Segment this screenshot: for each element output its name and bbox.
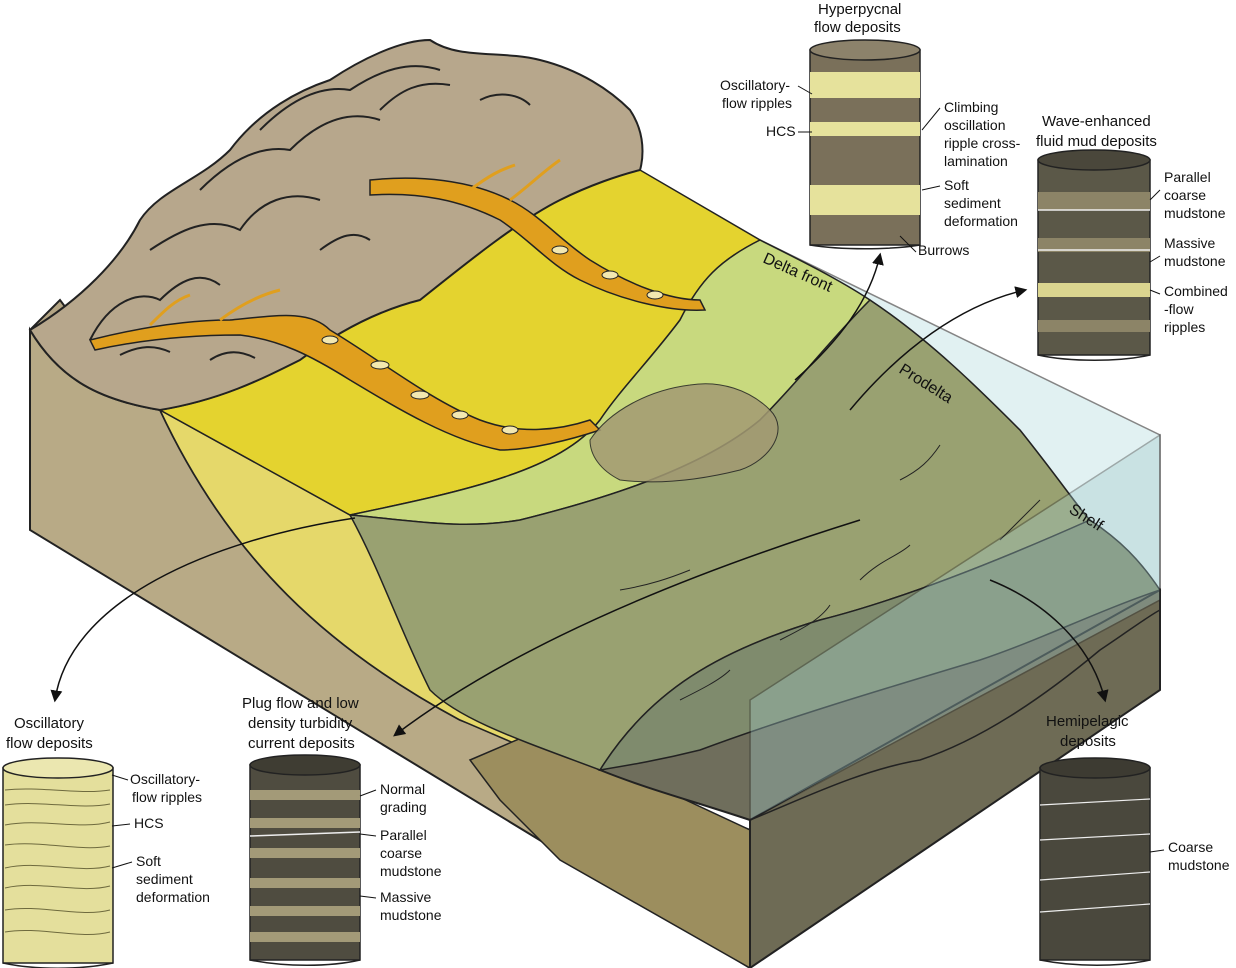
front-seafloor-edge [749, 609, 1161, 821]
hyperpycnal-climb-2: oscillation [944, 117, 1005, 133]
oscillatory-osc-1: Oscillatory- [130, 771, 200, 787]
oscillatory-soft-2: sediment [136, 871, 193, 887]
mountain-ridges [89, 65, 531, 361]
oscillatory-soft-3: deformation [136, 889, 210, 905]
column-plug-flow: Plug flow and low density turbidity curr… [242, 695, 442, 966]
hyperpycnal-title-2: flow deposits [814, 19, 901, 36]
hyperpycnal-hcs: HCS [766, 123, 796, 139]
column-hemipelagic: Hemipelagic deposits Coarse mudstone [1039, 713, 1230, 966]
connector-arrows [50, 252, 1109, 737]
wave-parallel-2: coarse [1164, 187, 1206, 203]
hyperpycnal-title-1: Hyperpycnal [818, 1, 901, 18]
column-oscillatory: Oscillatory flow deposits Oscillatory- f… [2, 715, 210, 968]
hemipelagic-coarse-1: Coarse [1168, 839, 1213, 855]
channel-upper [369, 177, 707, 311]
channel-bars [321, 245, 664, 435]
wave-combined-3: ripples [1164, 319, 1205, 335]
mountain-range [28, 38, 644, 412]
wave-combined-1: Combined [1164, 283, 1228, 299]
front-bottom-face [749, 588, 1161, 968]
oscillatory-hcs: HCS [134, 815, 164, 831]
wave-massive-2: mudstone [1164, 253, 1226, 269]
plug-normal-2: grading [380, 799, 427, 815]
water-front-face [749, 433, 1161, 822]
arrow-hemipelagic [989, 579, 1109, 703]
plug-parallel-1: Parallel [380, 827, 427, 843]
oscillatory-title-1: Oscillatory [14, 715, 85, 732]
hyperpycnal-climb-4: lamination [944, 153, 1008, 169]
wave-combined-2: -flow [1164, 301, 1194, 317]
plug-normal-1: Normal [380, 781, 425, 797]
hyperpycnal-osc-2: flow ripples [722, 95, 792, 111]
wave-parallel-3: mudstone [1164, 205, 1226, 221]
plug-title-3: current deposits [248, 735, 355, 752]
hemipelagic-title-2: deposits [1060, 733, 1116, 750]
wave-title-1: Wave-enhanced [1042, 113, 1151, 130]
top-surfaces [28, 38, 1162, 772]
hyperpycnal-burrows: Burrows [918, 242, 969, 258]
arrow-hyperpycnal [794, 252, 884, 381]
sediment-plume [589, 383, 779, 483]
wave-massive-1: Massive [1164, 235, 1216, 251]
hyperpycnal-soft-2: sediment [944, 195, 1001, 211]
oscillatory-title-2: flow deposits [6, 735, 93, 752]
wave-title-2: fluid mud deposits [1036, 133, 1157, 150]
river-channels [88, 158, 707, 451]
plug-massive-1: Massive [380, 889, 432, 905]
hyperpycnal-soft-1: Soft [944, 177, 969, 193]
oscillatory-soft-1: Soft [136, 853, 161, 869]
plug-massive-2: mudstone [380, 907, 442, 923]
seafloor-lines [619, 444, 1041, 701]
plug-title-1: Plug flow and low [242, 695, 359, 712]
column-hyperpycnal: Hyperpycnal flow deposits Oscillatory- f… [720, 1, 1021, 258]
hyperpycnal-osc-1: Oscillatory- [720, 77, 790, 93]
hyperpycnal-climb-1: Climbing [944, 99, 998, 115]
hyperpycnal-climb-3: ripple cross- [944, 135, 1021, 151]
plug-parallel-3: mudstone [380, 863, 442, 879]
water-volume [759, 239, 1161, 593]
hyperpycnal-soft-3: deformation [944, 213, 1018, 229]
arrow-wave-enhanced [849, 286, 1028, 411]
column-wave-enhanced: Wave-enhanced fluid mud deposits Paralle… [1036, 113, 1228, 361]
hemipelagic-title-1: Hemipelagic [1046, 713, 1129, 730]
hemipelagic-coarse-2: mudstone [1168, 857, 1230, 873]
plug-parallel-2: coarse [380, 845, 422, 861]
wave-parallel-1: Parallel [1164, 169, 1211, 185]
plug-title-2: density turbidity [248, 715, 353, 732]
arrow-oscillatory [50, 517, 356, 703]
arrow-plug-flow [393, 519, 861, 737]
oscillatory-osc-2: flow ripples [132, 789, 202, 805]
